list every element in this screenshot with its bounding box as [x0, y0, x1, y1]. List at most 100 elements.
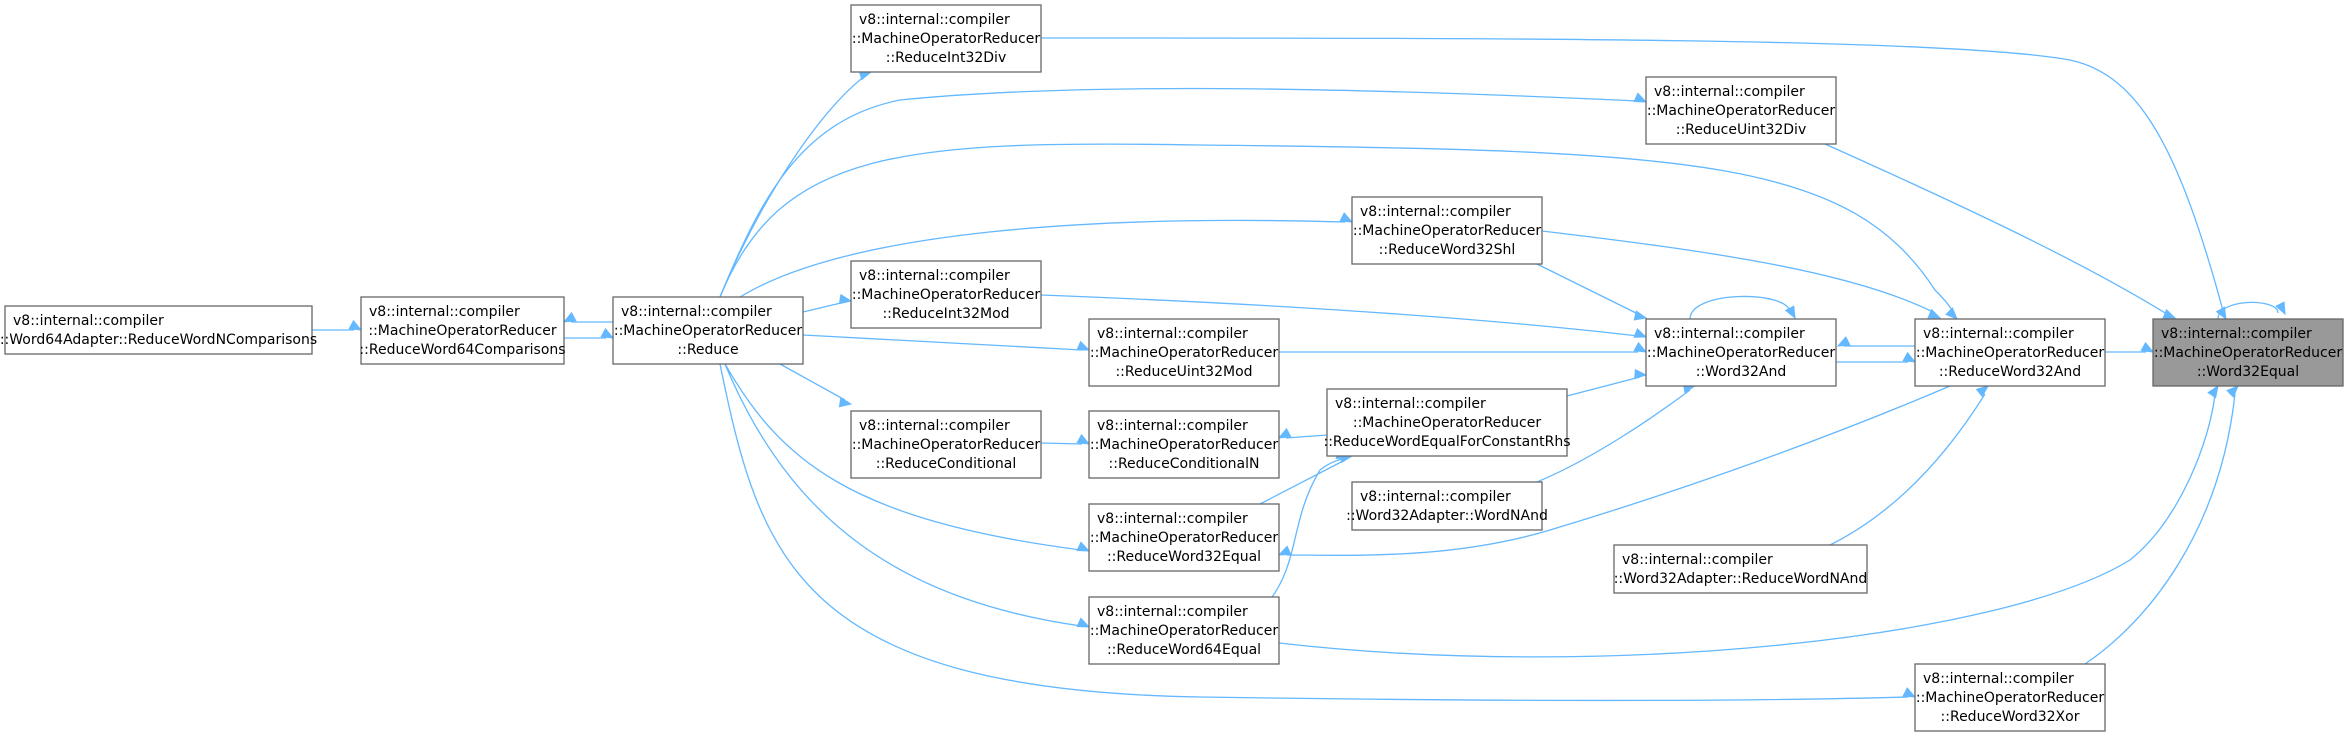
node-word32equal[interactable]: v8::internal::compiler::MachineOperatorR…	[2152, 318, 2344, 387]
node-reduceword32shl[interactable]: v8::internal::compiler::MachineOperatorR…	[1351, 196, 1543, 265]
edge-line	[802, 301, 846, 313]
node-label-line: ::MachineOperatorReducer	[1090, 437, 1278, 453]
node-box	[2152, 318, 2344, 387]
edge-reduce-to-reduceword32equal	[724, 363, 1091, 552]
node-label-line: v8::internal::compiler	[1360, 489, 1511, 505]
edge-line	[1536, 389, 1691, 483]
node-reduceconditional[interactable]: v8::internal::compiler::MachineOperatorR…	[850, 410, 1042, 479]
edge-arrowhead	[1277, 545, 1292, 556]
node-box	[1914, 318, 2106, 387]
node-label-line: ::MachineOperatorReducer	[1916, 690, 2104, 706]
edge-arrowhead	[1927, 308, 1942, 319]
node-reduceint32mod[interactable]: v8::internal::compiler::MachineOperatorR…	[850, 260, 1042, 329]
node-label-line: ::MachineOperatorReducer	[852, 287, 1040, 303]
node-reducewordnand[interactable]: v8::internal::compiler::Word32Adapter::R…	[1613, 544, 1868, 594]
edge-reduce-to-reduceint32mod	[802, 293, 853, 313]
edge-reduceconditional-to-reduceconditionaln	[1040, 433, 1091, 445]
edge-arrowhead	[1784, 305, 1796, 320]
edge-reduce-to-reduceword32xor	[719, 363, 1917, 702]
edge-arrowhead	[1633, 310, 1648, 321]
node-label-line: v8::internal::compiler	[859, 268, 1010, 284]
node-label-line: v8::internal::compiler	[1097, 511, 1248, 527]
node-reduceint32div[interactable]: v8::internal::compiler::MachineOperatorR…	[850, 4, 1042, 73]
node-box	[1351, 196, 1543, 265]
edge-arrowhead	[2275, 301, 2286, 316]
edge-arrowhead	[838, 397, 853, 408]
edge-word32and-to-word32and	[1689, 295, 1796, 320]
node-word64adapter[interactable]: v8::internal::compiler::Word64Adapter::R…	[0, 305, 317, 355]
edge-reduce-to-reduceint32div	[719, 70, 873, 298]
edge-line	[1824, 143, 2171, 317]
edge-line	[2084, 393, 2236, 665]
edge-line	[1286, 385, 1951, 556]
edge-line	[802, 334, 1083, 351]
node-label-line: ::MachineOperatorReducer	[852, 31, 1040, 47]
edge-line	[1040, 442, 1083, 445]
node-reduceconditionaln[interactable]: v8::internal::compiler::MachineOperatorR…	[1088, 410, 1280, 479]
edge-line	[1536, 263, 1641, 316]
node-label-line: ::MachineOperatorReducer	[1090, 530, 1278, 546]
edge-word32and-to-reduceword32and	[1836, 351, 1917, 363]
node-box	[1088, 318, 1280, 387]
node-label-line: v8::internal::compiler	[1923, 671, 2074, 687]
node-box	[1645, 318, 1837, 387]
node-word32and[interactable]: v8::internal::compiler::MachineOperatorR…	[1645, 318, 1837, 387]
node-label-line: ::MachineOperatorReducer	[1353, 223, 1541, 239]
edge-arrowhead	[2226, 385, 2239, 398]
node-reduceword32xor[interactable]: v8::internal::compiler::MachineOperatorR…	[1914, 663, 2106, 732]
node-label-line: ::ReduceWord64Equal	[1107, 642, 1261, 658]
node-label-line: ::ReduceWordEqualForConstantRhs	[1324, 434, 1571, 450]
node-label-line: ::MachineOperatorReducer	[1353, 415, 1541, 431]
node-reducewordequalconst[interactable]: v8::internal::compiler::MachineOperatorR…	[1324, 388, 1571, 457]
edge-reduce-to-reduceword64equal	[724, 363, 1091, 628]
node-label-line: v8::internal::compiler	[1335, 396, 1486, 412]
node-reduce[interactable]: v8::internal::compiler::MachineOperatorR…	[612, 296, 804, 365]
node-label-line: ::MachineOperatorReducer	[1090, 345, 1278, 361]
node-label-line: ::MachineOperatorReducer	[2154, 345, 2342, 361]
edge-line	[1689, 295, 1791, 320]
edge-reducewordnand-to-reduceword32and	[1829, 385, 1990, 546]
edge-arrowhead	[562, 311, 577, 323]
node-reduceword64equal[interactable]: v8::internal::compiler::MachineOperatorR…	[1088, 596, 1280, 665]
node-reduceword32equal[interactable]: v8::internal::compiler::MachineOperatorR…	[1088, 503, 1280, 572]
edge-reducewordequalconst-to-reduceconditionaln	[1277, 427, 1328, 439]
node-reduceword32and[interactable]: v8::internal::compiler::MachineOperatorR…	[1914, 318, 2106, 387]
edge-line	[719, 87, 1639, 298]
edge-reduceuint32div-to-word32equal	[1824, 143, 2177, 319]
node-reduceuint32div[interactable]: v8::internal::compiler::MachineOperatorR…	[1645, 76, 1837, 145]
node-label-line: ::MachineOperatorReducer	[1647, 103, 1835, 119]
edge-arrowhead	[1633, 92, 1648, 103]
node-label-line: ::Reduce	[677, 342, 738, 358]
edge-reduceint32mod-to-word32and	[1040, 294, 1648, 338]
node-label-line: v8::internal::compiler	[859, 418, 1010, 434]
node-label-line: ::ReduceUint32Mod	[1115, 364, 1252, 380]
edge-line	[2217, 301, 2279, 320]
node-reduceword64comparisons[interactable]: v8::internal::compiler::MachineOperatorR…	[359, 296, 566, 365]
edge-reduce-to-reduceconditional	[779, 363, 853, 408]
node-label-line: ::Word32Adapter::WordNAnd	[1346, 508, 1548, 524]
edge-line	[724, 363, 1082, 627]
node-label-line: v8::internal::compiler	[13, 313, 164, 329]
edge-line	[724, 363, 1082, 551]
edge-reduce-to-reduceword32shl	[739, 212, 1354, 298]
edge-arrowhead	[1076, 617, 1091, 628]
node-label-line: ::ReduceWord64Comparisons	[359, 342, 565, 358]
node-label-line: ::ReduceConditional	[876, 456, 1017, 472]
node-label-line: ::MachineOperatorReducer	[1916, 345, 2104, 361]
edge-arrowhead	[2215, 306, 2227, 321]
edge-word64adapter-to-reduceword64comparisons	[312, 319, 363, 331]
node-reduceuint32mod[interactable]: v8::internal::compiler::MachineOperatorR…	[1088, 318, 1280, 387]
node-wordnand[interactable]: v8::internal::compiler::Word32Adapter::W…	[1346, 481, 1548, 531]
edge-arrowhead	[2162, 308, 2177, 319]
edge-line	[1278, 393, 2216, 658]
node-label-line: ::Word32And	[1696, 364, 1787, 380]
edge-reduceword32and-to-word32and	[1836, 336, 1915, 347]
node-label-line: ::ReduceInt32Div	[886, 50, 1006, 66]
node-label-line: ::Word32Adapter::ReduceWordNAnd	[1614, 571, 1868, 587]
node-label-line: ::MachineOperatorReducer	[614, 323, 802, 339]
edge-arrowhead	[1339, 212, 1354, 223]
node-label-line: ::ReduceUint32Div	[1676, 122, 1806, 138]
node-label-line: v8::internal::compiler	[1923, 326, 2074, 342]
node-label-line: ::ReduceWord32Xor	[1941, 709, 2080, 725]
edge-arrowhead	[1633, 327, 1648, 338]
